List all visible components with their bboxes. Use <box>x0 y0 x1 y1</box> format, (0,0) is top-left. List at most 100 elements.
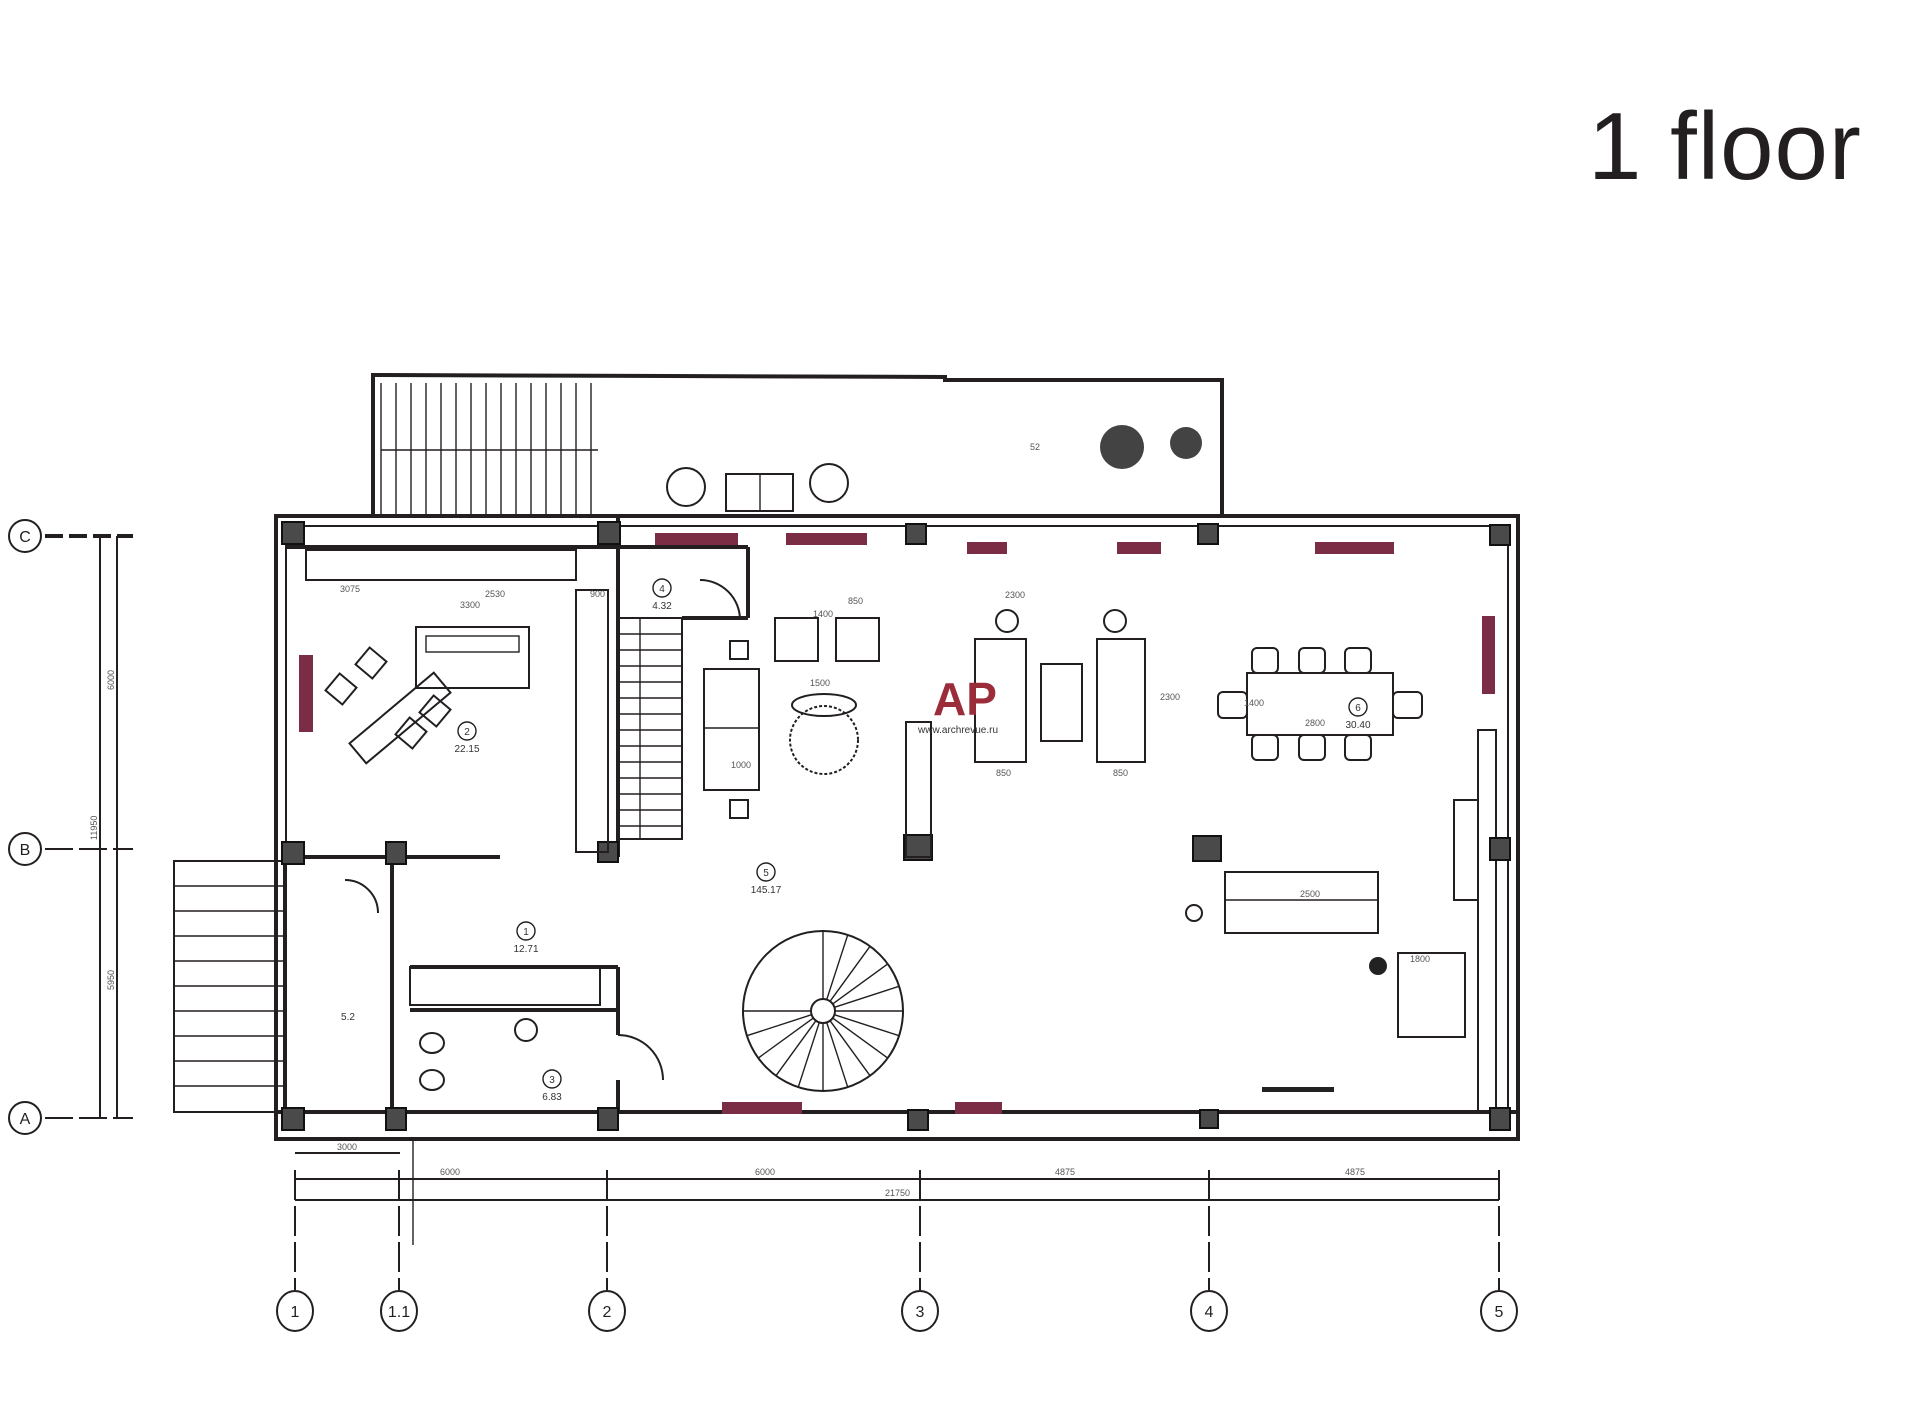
axis-label: 1.1 <box>388 1304 410 1321</box>
door-swing <box>699 579 741 621</box>
dimension-label: 2500 <box>1300 889 1320 899</box>
watermark-url: www.archrevue.ru <box>917 725 998 736</box>
kitchen-table <box>348 671 452 765</box>
axis-label: 1 <box>291 1304 300 1321</box>
toilet <box>419 1032 445 1054</box>
axis-label: B <box>20 842 31 859</box>
dimension-label: 1000 <box>731 760 751 770</box>
axis-label: 2 <box>603 1304 612 1321</box>
room-area: 6.83 <box>542 1092 562 1103</box>
dining-chair <box>1344 734 1372 761</box>
dimension-label: 2530 <box>485 589 505 599</box>
axis-label: C <box>19 529 31 546</box>
sofa <box>974 638 1027 763</box>
dining-chair <box>1298 647 1326 674</box>
dimension-label: 900 <box>590 589 605 599</box>
pantry-shelves <box>575 589 609 853</box>
room-area: 12.71 <box>513 944 538 955</box>
dimension-label: 2300 <box>1005 590 1025 600</box>
living-furniture <box>703 609 1466 1092</box>
dimension-label: 2800 <box>1305 718 1325 728</box>
dimension-label: 6000 <box>106 670 116 690</box>
room-number: 4 <box>659 584 665 595</box>
room-number: 1 <box>523 927 529 938</box>
dimension-total: 21750 <box>885 1188 910 1198</box>
dimension-label: 4875 <box>1055 1167 1075 1177</box>
plant-icon <box>1369 957 1387 975</box>
stair-tread <box>826 934 849 1000</box>
armchair <box>835 617 880 662</box>
floor-lamp <box>995 609 1019 633</box>
corner-sofa <box>1397 952 1466 1038</box>
dining-chair <box>1344 647 1372 674</box>
terrace-area-label: 52 <box>1030 442 1040 452</box>
stair-tread <box>829 1020 871 1077</box>
entry-stairs <box>173 860 285 1113</box>
watermark: AP www.archrevue.ru <box>917 673 998 736</box>
dimension-label: 850 <box>996 768 1011 778</box>
door-swing <box>617 1034 664 1081</box>
round-table <box>789 705 859 775</box>
dining-chair <box>1392 691 1423 719</box>
axis-label: 5 <box>1495 1304 1504 1321</box>
room-area: 4.32 <box>652 601 672 612</box>
axis-marker-c <box>8 519 42 553</box>
axis-marker-2 <box>588 1290 626 1332</box>
dining-chair <box>324 646 452 750</box>
stair-tread <box>829 945 871 1002</box>
axis-marker-4 <box>1190 1290 1228 1332</box>
stair-tread <box>746 1014 812 1037</box>
dining-set <box>1217 647 1423 761</box>
dimension-label: 4875 <box>1345 1167 1365 1177</box>
axis-marker-1.1 <box>380 1290 418 1332</box>
stair-tread <box>834 1014 900 1037</box>
stair-tread <box>797 1022 820 1088</box>
side-table <box>729 799 749 819</box>
axis-marker-b <box>8 832 42 866</box>
kitchen-counter <box>305 549 577 581</box>
dimension-label: 3300 <box>460 600 480 610</box>
axis-label: 3 <box>916 1304 925 1321</box>
axis-marker-a <box>8 1101 42 1135</box>
coffee-table <box>1040 663 1083 742</box>
fireplace-wall <box>905 721 932 858</box>
axis-marker-5 <box>1480 1290 1518 1332</box>
axis-label: 4 <box>1205 1304 1214 1321</box>
dimension-label: 3000 <box>337 1142 357 1152</box>
room-area: 5.2 <box>341 1012 355 1023</box>
stair-tread <box>775 1020 817 1077</box>
outdoor-chair <box>809 463 849 503</box>
room-area: 22.15 <box>454 744 479 755</box>
dimension-label: 5950 <box>106 970 116 990</box>
dimension-label: 1800 <box>1410 954 1430 964</box>
terrace-steps <box>380 383 598 515</box>
side-table <box>729 640 749 660</box>
dimension-label: 850 <box>848 596 863 606</box>
left-axes: C B A 6000 5950 11950 <box>8 519 133 1135</box>
sink <box>419 1069 445 1091</box>
room-number: 2 <box>464 727 470 738</box>
straight-staircase <box>617 617 683 840</box>
floor-title: 1 floor <box>1588 93 1862 200</box>
watermark-logo: AP <box>933 673 997 725</box>
room-area: 30.40 <box>1345 720 1370 731</box>
dimension-label: 1500 <box>810 678 830 688</box>
stair-tread <box>834 985 900 1008</box>
wardrobe <box>409 966 601 1006</box>
room-area: 145.17 <box>751 885 782 896</box>
dining-chair <box>1298 734 1326 761</box>
floor-drain <box>514 1018 538 1042</box>
dimension-label: 2300 <box>1160 692 1180 702</box>
dimension-label: 3075 <box>340 584 360 594</box>
stair-tread <box>826 1022 849 1088</box>
dining-chair <box>1251 647 1279 674</box>
sofa <box>1224 871 1379 934</box>
bathroom-fixtures <box>344 579 741 1091</box>
axis-label: A <box>20 1111 31 1128</box>
room-number: 3 <box>549 1075 555 1086</box>
dimension-label: 11950 <box>89 816 99 840</box>
dimension-label: 1400 <box>813 609 833 619</box>
